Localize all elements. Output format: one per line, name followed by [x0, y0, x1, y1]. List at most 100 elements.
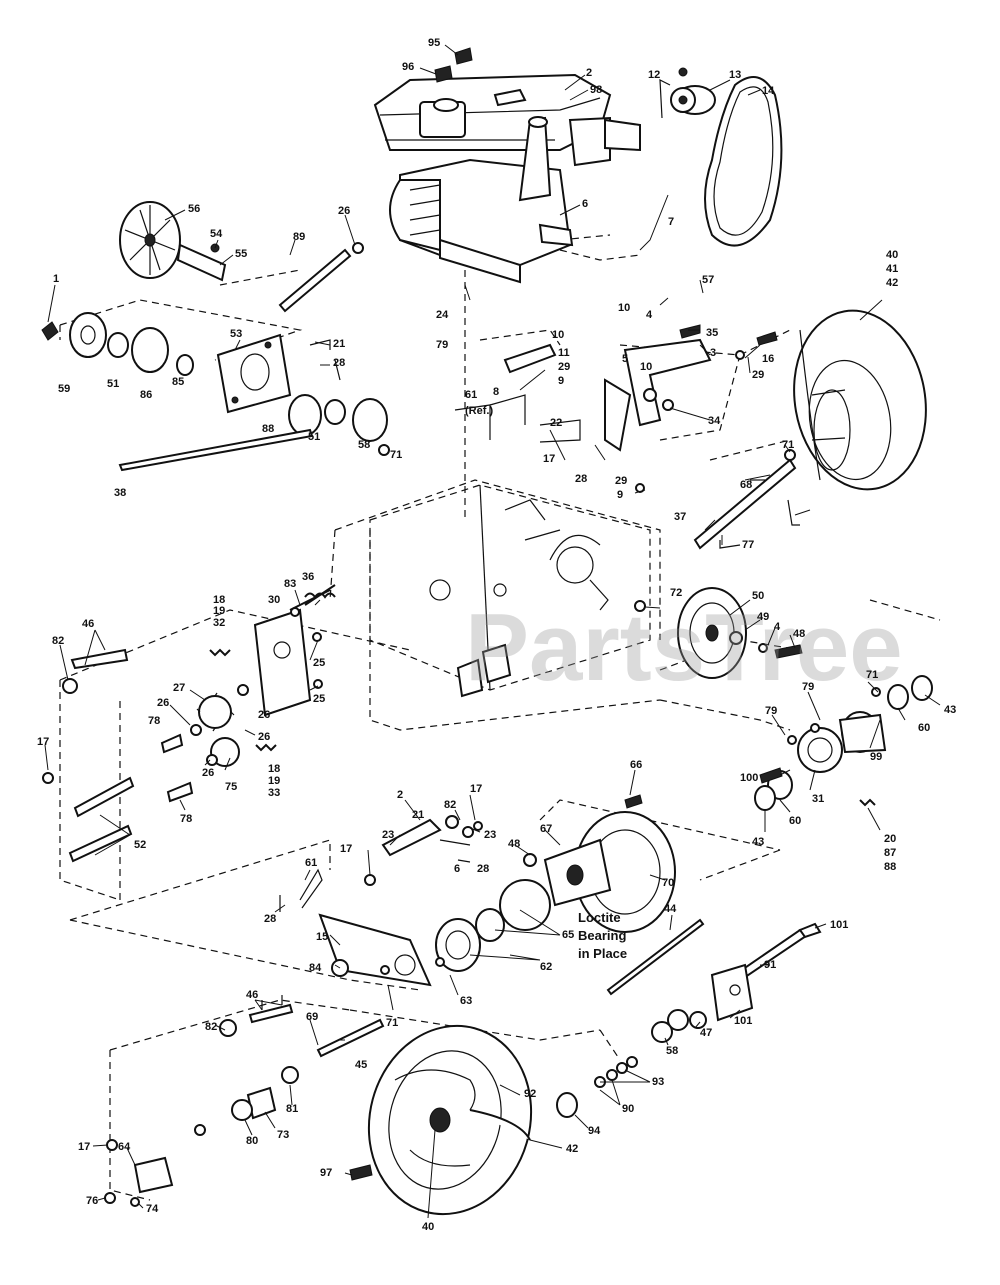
callout-53: 53	[230, 328, 242, 340]
callout-46b: 46	[246, 989, 258, 1001]
callout-18b: 18	[268, 763, 280, 775]
callout-51b: 51	[308, 431, 320, 443]
callout-77: 77	[742, 539, 754, 551]
right-hub-assembly	[754, 675, 933, 811]
callout-82c: 82	[205, 1021, 217, 1033]
callout-55: 55	[235, 248, 247, 260]
transmission-housing	[369, 484, 651, 698]
callout-76: 76	[86, 1195, 98, 1207]
callout-17e: 17	[78, 1141, 90, 1153]
callout-33: 33	[268, 787, 280, 799]
lower-left-axle	[104, 995, 385, 1207]
callout-88: 88	[262, 423, 274, 435]
callout-52: 52	[134, 839, 146, 851]
callout-95: 95	[428, 37, 440, 49]
callout-47: 47	[700, 1027, 712, 1039]
callout-91: 91	[764, 959, 776, 971]
callout-79c: 79	[765, 705, 777, 717]
callout-17: 17	[543, 453, 555, 465]
part-callouts: 95 96 2 98 12 13 14 56 54 55 26 89 6 7 4…	[37, 37, 956, 1233]
callout-26b: 26	[157, 697, 169, 709]
callout-1: 1	[53, 273, 59, 285]
callout-84: 84	[309, 962, 322, 974]
callout-43b: 43	[752, 836, 764, 848]
callout-94: 94	[588, 1125, 601, 1137]
callout-59: 59	[58, 383, 70, 395]
loctite-note-line-2: Bearing	[578, 928, 626, 943]
callout-71b: 71	[782, 439, 794, 451]
callout-19b: 19	[268, 775, 280, 787]
loctite-note-line-3: in Place	[578, 946, 627, 961]
callout-58: 58	[358, 439, 370, 451]
wheel-assembly-upper	[793, 309, 927, 491]
callout-18: 18	[213, 594, 225, 606]
drive-belt	[704, 76, 783, 247]
callout-16: 16	[762, 353, 774, 365]
callout-15: 15	[316, 931, 328, 943]
callout-17c: 17	[470, 783, 482, 795]
engine-pulley	[659, 67, 716, 119]
callout-13: 13	[729, 69, 741, 81]
left-side-plate	[41, 242, 390, 472]
callout-9b: 9	[617, 489, 623, 501]
callout-61: 61	[465, 389, 477, 401]
callout-31: 31	[812, 793, 824, 805]
callout-86: 86	[140, 389, 152, 401]
callout-17d: 17	[340, 843, 352, 855]
callout-29b: 29	[558, 361, 570, 373]
gear-cluster	[42, 584, 336, 863]
callout-6: 6	[582, 198, 588, 210]
callout-28: 28	[333, 357, 345, 369]
wheel-pulley	[634, 587, 803, 679]
callout-25: 25	[313, 657, 325, 669]
callout-48: 48	[793, 628, 805, 640]
callout-72: 72	[670, 587, 682, 599]
callout-46: 46	[82, 618, 94, 630]
engine	[373, 47, 641, 284]
callout-85: 85	[172, 376, 184, 388]
leader-lines	[44, 44, 941, 1219]
callout-21: 21	[333, 338, 345, 350]
callout-66: 66	[630, 759, 642, 771]
callout-101: 101	[830, 919, 848, 931]
callout-3: 3	[710, 347, 716, 359]
callout-81: 81	[286, 1103, 298, 1115]
callout-51: 51	[107, 378, 119, 390]
callout-70: 70	[662, 877, 674, 889]
callout-8: 8	[493, 386, 499, 398]
callout-12: 12	[648, 69, 660, 81]
callout-29: 29	[752, 369, 764, 381]
callout-40b: 40	[422, 1221, 434, 1233]
callout-19: 19	[213, 605, 225, 617]
callout-28c: 28	[477, 863, 489, 875]
callout-80: 80	[246, 1135, 258, 1147]
callout-87: 87	[884, 847, 896, 859]
callout-71: 71	[390, 449, 402, 461]
callout-4b: 4	[774, 621, 781, 633]
callout-42: 42	[886, 277, 898, 289]
callout-22: 22	[550, 417, 562, 429]
callout-74: 74	[146, 1203, 159, 1215]
callout-37: 37	[674, 511, 686, 523]
callout-10: 10	[618, 302, 630, 314]
callout-57: 57	[702, 274, 714, 286]
callout-97: 97	[320, 1167, 332, 1179]
callout-88b: 88	[884, 861, 896, 873]
callout-25b: 25	[313, 693, 325, 705]
callout-36: 36	[302, 571, 314, 583]
wheel-assembly-lower	[349, 1024, 638, 1216]
lower-drive-assembly	[279, 794, 676, 987]
callout-9: 9	[558, 375, 564, 387]
callout-28d: 28	[264, 913, 276, 925]
callout-82b: 82	[444, 799, 456, 811]
callout-62: 62	[540, 961, 552, 973]
callout-79b: 79	[802, 681, 814, 693]
callout-71c: 71	[866, 669, 878, 681]
callout-49: 49	[757, 611, 769, 623]
callout-4: 4	[646, 309, 653, 321]
callout-30: 30	[268, 594, 280, 606]
callout-6b: 6	[454, 863, 460, 875]
callout-2b: 2	[397, 789, 403, 801]
callout-40: 40	[886, 249, 898, 261]
